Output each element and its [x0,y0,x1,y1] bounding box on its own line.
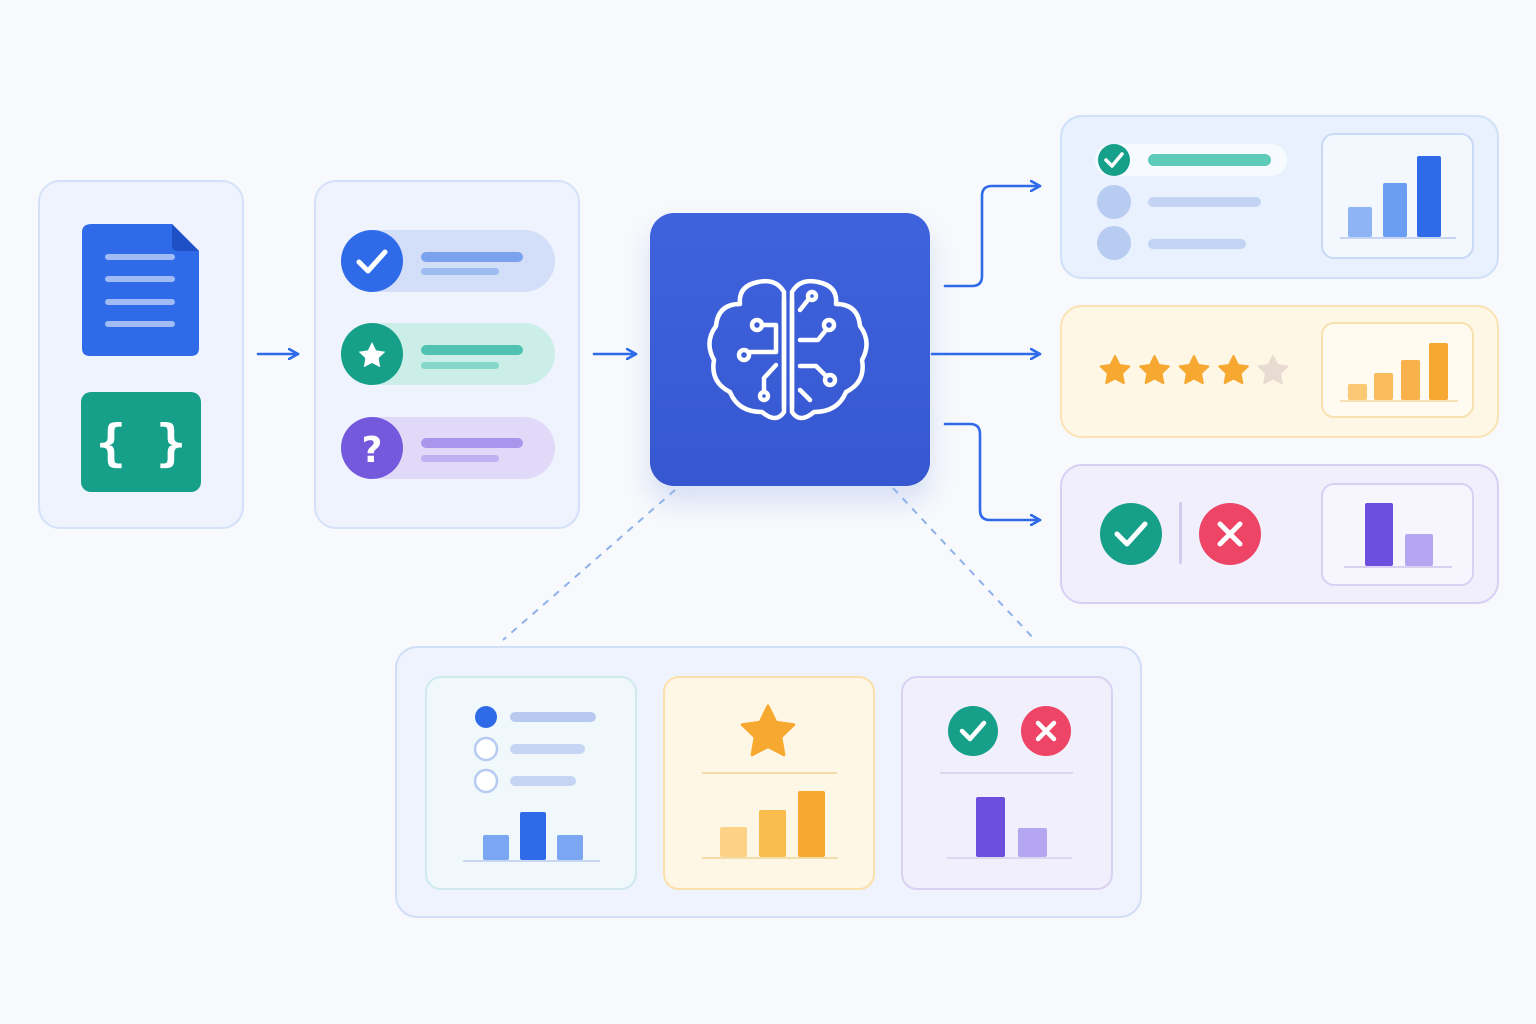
chart-baseline [947,857,1072,859]
chart-baseline [1340,237,1456,239]
star-empty-icon [1257,355,1289,385]
chart-bar [557,835,583,860]
star-filled-icon [1218,355,1249,385]
summary-rating-content [702,704,837,774]
chart-bar [1417,156,1441,237]
chart-baseline [463,860,600,862]
chart-bar [1429,343,1448,400]
star-filled-icon [1139,355,1170,385]
star-icon [740,704,796,757]
summary-binary-card [901,676,1113,890]
check-icon [1098,144,1130,176]
chart-bar [1405,534,1433,566]
chart-bar [759,810,786,857]
json-braces-icon: { } [81,392,201,492]
chart-baseline [1340,400,1458,402]
chart-bar [1365,503,1393,566]
question-type-star [341,323,555,385]
chart-bar [976,797,1005,857]
question-type-check [341,230,555,292]
arrow-model-to-binary [943,422,1042,520]
chart-bar [798,791,825,857]
chart-bar [1401,360,1420,400]
zoom-lines [502,487,1036,641]
star-filled-icon [1178,355,1210,385]
summary-binary-content [940,706,1073,774]
chart-baseline [1344,566,1452,568]
rating-chart-frame [1321,322,1474,418]
rating-stars [1099,355,1289,385]
question-type-question: ? [341,417,555,479]
star-filled-icon [1099,355,1131,385]
chart-bar [1383,183,1407,237]
arrow-model-to-multiple-choice [943,186,1042,288]
output-binary-content [1100,483,1474,586]
summary-rating-bar-chart [702,791,838,859]
chart-bar [1348,207,1372,237]
chart-bar [720,827,747,857]
flow-arrows [256,186,1042,520]
question-icon [341,417,403,479]
check-icon [341,230,403,292]
binary-bar-chart [1344,503,1452,568]
question-glyph: ? [362,430,383,471]
brain-circuit-icon [707,278,869,421]
multiple-choice-bar-chart [1340,156,1456,239]
summary-choice-content [473,706,596,794]
chart-bar [1348,384,1367,400]
summary-binary-bar-chart [947,797,1072,859]
check-icon [1100,503,1162,565]
rating-bar-chart [1340,343,1458,402]
chart-bar [520,812,546,860]
chart-bar [1374,373,1393,400]
document-icon [82,224,199,356]
chart-baseline [702,857,838,859]
chart-bar [1018,828,1047,857]
summary-choice-bar-chart [463,812,600,862]
json-glyph: { } [96,414,186,472]
check-icon [948,706,998,756]
chart-bar [483,835,509,860]
output-multiple-choice-content [1095,133,1474,260]
